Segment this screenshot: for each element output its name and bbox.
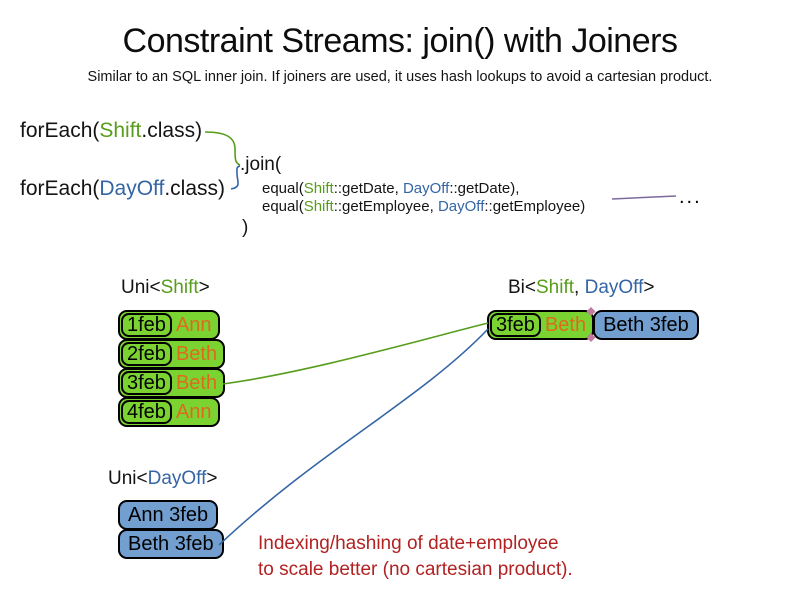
table-row: 4feb Ann bbox=[118, 397, 220, 427]
table-row: Beth 3feb bbox=[118, 529, 224, 559]
note-line: to scale better (no cartesian product). bbox=[258, 559, 573, 580]
joiner-purple-line bbox=[611, 195, 677, 200]
shift-join-connector-line bbox=[222, 322, 489, 385]
heading-text: Bi< bbox=[508, 277, 536, 298]
heading-text: > bbox=[206, 468, 218, 489]
heading-text: Uni< bbox=[108, 468, 148, 489]
table-row: Ann 3feb bbox=[118, 500, 219, 530]
code-text: ::getEmployee) bbox=[484, 198, 586, 215]
bi-heading: Bi<Shift, DayOff> bbox=[508, 277, 654, 299]
employee-cell: Beth bbox=[175, 371, 218, 394]
table-row: 2feb Beth bbox=[118, 339, 226, 369]
code-text: equal( bbox=[262, 180, 304, 197]
code-text: .class) bbox=[164, 177, 226, 200]
dayoff-type-token: DayOff bbox=[147, 468, 207, 489]
shift-class-token: Shift bbox=[99, 119, 142, 142]
date-cell: 3feb bbox=[121, 371, 172, 395]
date-cell: 1feb bbox=[121, 313, 172, 337]
dayoff-class-token: DayOff bbox=[99, 177, 165, 200]
page-title: Constraint Streams: join() with Joiners bbox=[122, 22, 678, 60]
code-text: .class) bbox=[141, 119, 203, 142]
uni-dayoff-heading: Uni<DayOff> bbox=[108, 468, 218, 490]
employee-cell: Ann bbox=[175, 313, 212, 336]
code-text: ::getEmployee, bbox=[333, 198, 438, 215]
table-row: 3feb Beth bbox=[118, 368, 226, 398]
table-row: 1feb Ann bbox=[118, 310, 220, 340]
code-join-close: ) bbox=[242, 217, 249, 238]
employee-cell: Beth bbox=[544, 313, 587, 336]
indexing-note: Indexing/hashing of date+employee to sca… bbox=[258, 531, 573, 583]
heading-text: Uni< bbox=[121, 277, 161, 298]
code-equal-date: equal(Shift::getDate, DayOff::getDate), bbox=[262, 180, 519, 197]
dayoff-token: DayOff bbox=[402, 180, 450, 197]
heading-text: > bbox=[643, 277, 655, 298]
shift-type-token: Shift bbox=[536, 277, 575, 298]
uni-shift-heading: Uni<Shift> bbox=[121, 277, 210, 299]
code-text: forEach( bbox=[20, 119, 100, 142]
heading-text: > bbox=[198, 277, 210, 298]
code-text: ::getDate), bbox=[449, 180, 520, 197]
bi-joined-row: 3feb Beth Beth 3feb bbox=[487, 310, 699, 340]
dayoff-token: DayOff bbox=[437, 198, 485, 215]
employee-cell: Beth bbox=[175, 342, 218, 365]
date-cell: 4feb bbox=[121, 400, 172, 424]
code-text: forEach( bbox=[20, 177, 100, 200]
uni-shift-table: 1feb Ann 2feb Beth 3feb Beth 4feb Ann bbox=[118, 310, 226, 427]
dayoff-join-connector-line bbox=[218, 328, 489, 546]
bi-shift-box: 3feb Beth bbox=[487, 310, 595, 340]
page-subtitle: Similar to an SQL inner join. If joiners… bbox=[87, 69, 713, 85]
bi-dayoff-box: Beth 3feb bbox=[593, 310, 699, 340]
code-join-open: .join( bbox=[240, 154, 282, 175]
code-equal-employee: equal(Shift::getEmployee, DayOff::getEmp… bbox=[262, 198, 585, 215]
shift-token: Shift bbox=[303, 180, 334, 197]
heading-text: , bbox=[574, 277, 585, 298]
code-foreach-dayoff: forEach(DayOff.class) bbox=[20, 177, 225, 201]
code-text: ::getDate, bbox=[333, 180, 403, 197]
more-joiners-ellipsis: ... bbox=[679, 186, 702, 208]
dayoff-type-token: DayOff bbox=[584, 277, 644, 298]
shift-token: Shift bbox=[303, 198, 334, 215]
note-line: Indexing/hashing of date+employee bbox=[258, 533, 559, 554]
code-foreach-shift: forEach(Shift.class) bbox=[20, 119, 202, 143]
date-cell: 2feb bbox=[121, 342, 172, 366]
brace-blue-line bbox=[230, 165, 241, 190]
uni-dayoff-table: Ann 3feb Beth 3feb bbox=[118, 500, 224, 559]
shift-type-token: Shift bbox=[160, 277, 199, 298]
date-cell: 3feb bbox=[490, 313, 541, 337]
code-text: equal( bbox=[262, 198, 304, 215]
brace-green-line bbox=[204, 131, 241, 166]
employee-cell: Ann bbox=[175, 400, 212, 423]
